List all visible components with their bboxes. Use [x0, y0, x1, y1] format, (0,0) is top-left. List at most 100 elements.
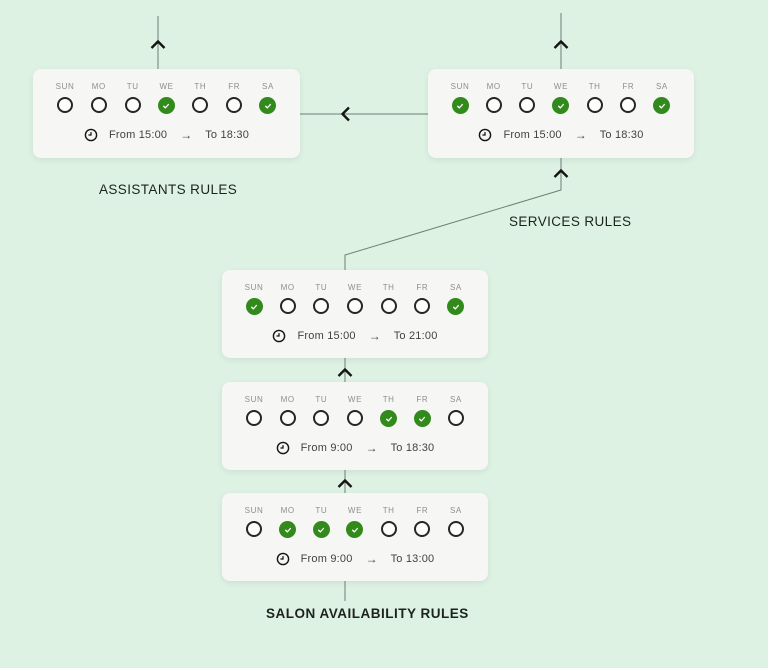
day-toggle-unchecked-icon[interactable]	[447, 410, 464, 426]
day-toggle-checked-icon[interactable]	[346, 521, 364, 538]
day-cell-we: WE	[339, 506, 371, 538]
salon-availability-rules-label: SALON AVAILABILITY RULES	[266, 606, 469, 621]
chevron-up-icon	[150, 39, 166, 49]
day-toggle-unchecked-icon[interactable]	[226, 97, 243, 113]
day-toggle-unchecked-icon[interactable]	[124, 97, 141, 113]
day-toggle-checked-icon[interactable]	[157, 97, 175, 114]
day-label: WE	[347, 395, 363, 404]
day-toggle-unchecked-icon[interactable]	[192, 97, 209, 113]
day-toggle-unchecked-icon[interactable]	[586, 97, 603, 113]
arrow-right-icon: →	[574, 128, 587, 142]
to-time: To 18:30	[390, 442, 435, 454]
day-label: SA	[450, 506, 462, 515]
time-row: From 15:00 → To 18:30	[49, 128, 284, 142]
day-toggle-checked-icon[interactable]	[653, 97, 671, 114]
day-toggle-unchecked-icon[interactable]	[519, 97, 536, 113]
day-toggle-unchecked-icon[interactable]	[485, 97, 502, 113]
day-label: SUN	[55, 82, 75, 91]
day-label: TH	[382, 283, 395, 292]
day-cell-mo: MO	[272, 283, 304, 314]
from-time: From 9:00	[300, 553, 353, 565]
day-label: TU	[315, 283, 328, 292]
day-cell-sun: SUN	[49, 82, 81, 113]
day-toggle-unchecked-icon[interactable]	[414, 521, 431, 537]
day-cell-fr: FR	[406, 283, 438, 314]
day-cell-sa: SA	[440, 506, 472, 537]
days-row: SUN MO TU WE TH FR SA	[238, 395, 472, 427]
day-cell-th: TH	[579, 82, 611, 113]
services-rules-label: SERVICES RULES	[509, 214, 632, 229]
day-label: TU	[315, 395, 328, 404]
day-label: TU	[126, 82, 139, 91]
from-time: From 15:00	[108, 129, 168, 141]
day-cell-sa: SA	[440, 395, 472, 426]
day-toggle-unchecked-icon[interactable]	[313, 410, 330, 426]
day-toggle-unchecked-icon[interactable]	[57, 97, 73, 113]
day-toggle-unchecked-icon[interactable]	[246, 410, 262, 426]
from-time: From 9:00	[300, 442, 353, 454]
day-label: WE	[347, 506, 363, 515]
connector-assistants-up	[150, 16, 166, 69]
day-toggle-checked-icon[interactable]	[447, 298, 465, 315]
day-toggle-unchecked-icon[interactable]	[380, 521, 397, 537]
day-toggle-checked-icon[interactable]	[279, 521, 297, 538]
connector-services-to-assistants	[300, 106, 428, 122]
day-toggle-checked-icon[interactable]	[413, 410, 431, 427]
day-label: FR	[416, 395, 429, 404]
day-toggle-unchecked-icon[interactable]	[246, 521, 262, 537]
day-toggle-unchecked-icon[interactable]	[90, 97, 107, 113]
day-label: MO	[280, 395, 295, 404]
day-label: MO	[280, 283, 295, 292]
day-toggle-checked-icon[interactable]	[312, 521, 330, 538]
day-toggle-checked-icon[interactable]	[552, 97, 570, 114]
day-toggle-unchecked-icon[interactable]	[414, 298, 431, 314]
day-label: TU	[315, 506, 328, 515]
day-cell-sun: SUN	[238, 395, 270, 426]
day-cell-mo: MO	[272, 395, 304, 426]
to-time: To 21:00	[393, 330, 438, 342]
day-label: TH	[194, 82, 207, 91]
day-toggle-unchecked-icon[interactable]	[447, 521, 464, 537]
day-cell-th: TH	[373, 283, 405, 314]
day-toggle-unchecked-icon[interactable]	[279, 410, 296, 426]
day-toggle-unchecked-icon[interactable]	[313, 298, 330, 314]
clock-icon	[84, 128, 98, 142]
day-cell-tu: TU	[117, 82, 149, 113]
day-toggle-unchecked-icon[interactable]	[279, 298, 296, 314]
day-toggle-unchecked-icon[interactable]	[346, 298, 363, 314]
clock-icon	[478, 128, 492, 142]
day-toggle-checked-icon[interactable]	[451, 97, 469, 114]
arrow-right-icon: →	[365, 552, 378, 566]
day-toggle-unchecked-icon[interactable]	[380, 298, 397, 314]
from-time: From 15:00	[503, 129, 562, 141]
day-toggle-unchecked-icon[interactable]	[620, 97, 637, 113]
day-cell-mo: MO	[83, 82, 115, 113]
chevron-left-icon	[340, 106, 350, 122]
day-label: SUN	[450, 82, 470, 91]
day-toggle-checked-icon[interactable]	[245, 298, 263, 315]
clock-icon	[276, 441, 290, 455]
day-label: TH	[382, 395, 395, 404]
day-label: FR	[416, 506, 429, 515]
chevron-up-icon	[337, 478, 353, 488]
chevron-up-icon	[553, 39, 569, 49]
chevron-up-icon	[553, 168, 569, 178]
day-cell-sun: SUN	[444, 82, 476, 114]
day-cell-fr: FR	[406, 395, 438, 427]
day-toggle-unchecked-icon[interactable]	[346, 410, 363, 426]
day-toggle-checked-icon[interactable]	[380, 410, 398, 427]
day-label: SUN	[244, 283, 264, 292]
clock-icon	[272, 329, 286, 343]
day-label: TH	[588, 82, 601, 91]
day-cell-we: WE	[339, 395, 371, 426]
day-cell-we: WE	[339, 283, 371, 314]
chevron-up-icon	[337, 367, 353, 377]
day-cell-tu: TU	[511, 82, 543, 113]
day-cell-mo: MO	[272, 506, 304, 538]
day-label: SA	[450, 283, 462, 292]
day-toggle-checked-icon[interactable]	[259, 97, 277, 114]
